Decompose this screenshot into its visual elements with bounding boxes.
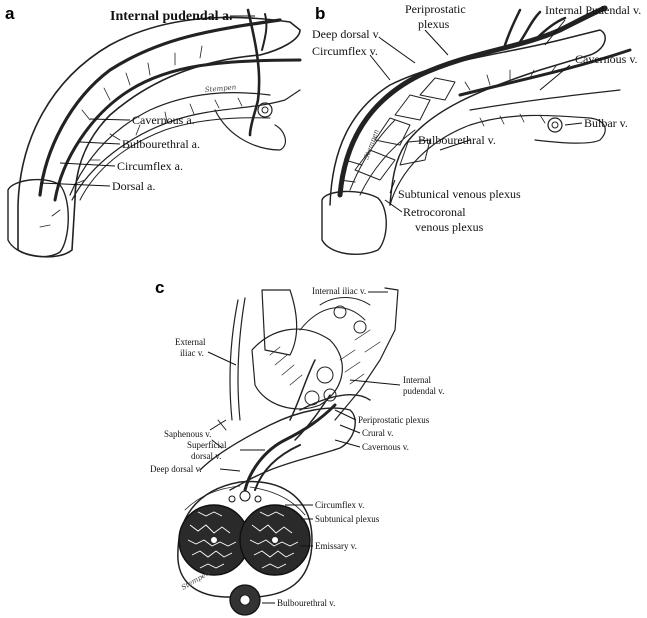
leader-b-internal-pudendal: [544, 19, 566, 46]
leader-c-cavernous: [334, 439, 361, 448]
label-b-circumflex: Circumflex v.: [312, 44, 378, 58]
label-b-retrocoronal-2: venous plexus: [415, 220, 484, 234]
label-c-internal-pudendal-1: Internal: [403, 375, 431, 385]
label-c-emissary: Emissary v.: [315, 541, 357, 551]
leader-a-dorsal: [39, 182, 111, 187]
label-b-cavernous: Cavernous v.: [575, 52, 638, 66]
label-a-cavernous: Cavernous a.: [132, 113, 195, 127]
leader-c-saphenous: [209, 419, 227, 431]
leader-c-periprostatic: [334, 409, 357, 421]
leader-b-cavernous: [539, 64, 571, 91]
label-c-external-iliac-2: iliac v.: [180, 348, 204, 358]
label-b-subtunical: Subtunical venous plexus: [398, 187, 521, 201]
label-c-bulbourethral: Bulbourethral v.: [277, 598, 335, 608]
label-c-circumflex: Circumflex v.: [315, 500, 364, 510]
leader-a-circumflex: [59, 162, 116, 167]
leader-c-external-iliac: [207, 351, 237, 366]
label-c-external-iliac-1: External: [175, 337, 206, 347]
label-c-cavernous: Cavernous v.: [362, 442, 409, 452]
panel-b-illustration: Stempen: [321, 5, 632, 255]
label-b-periprostatic-1: Periprostatic: [405, 2, 466, 16]
label-c-superficial-dorsal-2: dorsal v.: [191, 451, 221, 461]
leader-b-periprostatic: [424, 29, 449, 56]
label-b-internal-pudendal: Internal Pudendal v.: [545, 3, 641, 17]
leader-b-bulbourethral: [439, 139, 471, 151]
panel-c: c: [150, 278, 444, 616]
label-c-crural: Crural v.: [362, 428, 393, 438]
panel-b-letter: b: [315, 4, 325, 23]
panel-a: a Stempen Inte: [5, 4, 302, 258]
label-c-deep-dorsal: Deep dorsal v.: [150, 464, 202, 474]
leader-b-circumflex: [369, 54, 391, 81]
label-a-circumflex: Circumflex a.: [117, 159, 183, 173]
leader-b-deep-dorsal: [379, 37, 416, 64]
label-c-superficial-dorsal-1: Superficial: [187, 440, 227, 450]
leader-c-crural: [339, 424, 361, 434]
label-b-retrocoronal-1: Retrocoronal: [403, 205, 466, 219]
label-c-internal-iliac: Internal iliac v.: [312, 286, 366, 296]
leader-a-cavernous: [89, 118, 131, 121]
panel-a-signature: Stempen: [204, 83, 237, 94]
leader-b-bulbar: [564, 122, 583, 126]
leader-c-internal-pudendal: [349, 379, 401, 386]
label-c-periprostatic: Periprostatic plexus: [358, 415, 430, 425]
leader-b-retrocoronal: [384, 199, 403, 213]
label-c-internal-pudendal-2: pudendal v.: [403, 386, 444, 396]
panel-a-illustration: Stempen: [7, 8, 302, 258]
label-a-internal-pudendal: Internal pudendal a.: [110, 9, 233, 24]
label-a-bulbourethral: Bulbourethral a.: [122, 137, 200, 151]
leader-c-deep-dorsal: [219, 468, 241, 472]
label-c-subtunical: Subtunical plexus: [315, 514, 380, 524]
panel-a-letter: a: [5, 4, 15, 23]
label-b-bulbourethral: Bulbourethral v.: [418, 133, 496, 147]
panel-b-signature: Stempen: [362, 128, 380, 161]
label-b-deep-dorsal: Deep dorsal v.: [312, 27, 381, 41]
leader-b-subtunical: [389, 179, 396, 194]
panel-c-letter: c: [155, 278, 164, 297]
label-b-periprostatic-2: plexus: [418, 17, 450, 31]
panel-b: b Stempen Perip: [312, 2, 641, 255]
label-b-bulbar: Bulbar v.: [584, 116, 628, 130]
label-c-saphenous: Saphenous v.: [164, 429, 211, 439]
label-a-dorsal: Dorsal a.: [112, 179, 155, 193]
leader-a-bulbourethral: [79, 141, 121, 145]
